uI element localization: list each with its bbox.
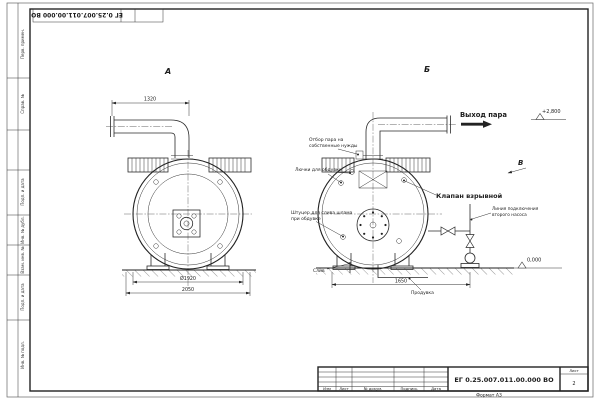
titleblock-col-list: Лист: [339, 386, 349, 391]
rear-view: Б: [291, 65, 566, 296]
margin-field-perv-primen: Перв. примен.: [20, 29, 25, 59]
dimension-front-width: 2050: [125, 272, 251, 296]
elevation-top-value: +2,800: [542, 109, 561, 115]
annotation-sludge-line1: Штуцер для слива шлама: [291, 210, 353, 216]
format-label: Формат А3: [476, 393, 502, 399]
titleblock-col-izm: Изм: [323, 386, 331, 391]
margin-field-vzam-inv: Взам. инв. №: [20, 246, 25, 273]
annotations: Выход пара +2,800 Отбор пара на собствен…: [291, 109, 566, 296]
front-left-header: [127, 157, 169, 173]
elevation-zero-mark: 0,000: [517, 258, 541, 269]
front-view: А 1320: [106, 67, 256, 296]
annotation-drain: Слив: [313, 268, 325, 274]
annotation-sludge-line2: при обдувке: [291, 216, 321, 222]
dim-1320: 1320: [144, 97, 156, 103]
titleblock-col-date: Дата: [431, 386, 441, 391]
dim-1650: 1650: [395, 279, 407, 285]
front-drum: [132, 158, 244, 270]
steam-direction-arrow-icon: [461, 120, 492, 128]
annotation-pump-line2: второго насоса: [492, 213, 527, 218]
front-burner-plate: [172, 209, 201, 238]
titleblock-sheet-label: Лист: [569, 368, 579, 373]
dimension-drum-diameter: Ø1920: [132, 272, 244, 285]
elevation-zero-value: 0,000: [527, 258, 541, 264]
title-block: Изм Лист № докум. Подпись Дата ЕГ 0.25.0…: [317, 366, 589, 392]
annotation-pump-line1: Линия подключения: [492, 206, 539, 212]
annotation-own-needs-line2: собственные нужды: [309, 143, 358, 149]
pump-icon: [464, 252, 476, 264]
view-mark-v: В: [518, 159, 523, 167]
titleblock-col-sign: Подпись: [400, 386, 418, 391]
margin-field-podp-data-1: Подп. и дата: [20, 178, 25, 206]
dimension-pipe-length: 1320: [111, 97, 190, 116]
view-b-label: Б: [424, 65, 430, 74]
annotation-steam-outlet: Выход пара: [460, 111, 507, 119]
front-ground: [122, 269, 256, 277]
stamp-code-mirrored: ЕГ 0.25.007.011.00.000 ВО: [31, 11, 123, 18]
annotation-explosion-valve: Клапан взрывной: [436, 192, 503, 200]
margin-field-sprav: Справ. №: [20, 94, 25, 113]
dim-1920: Ø1920: [180, 275, 196, 282]
titleblock-document-code: ЕГ 0.25.007.011.00.000 ВО: [454, 376, 554, 384]
elevation-top-mark: +2,800: [531, 109, 566, 120]
annotation-own-needs-line1: Отбор пара на: [309, 137, 344, 143]
annotation-blow-hatches: Лючки для обдувки: [295, 167, 342, 173]
drawing-frame: Перв. примен. Справ. № Подп. и дата Инв.…: [6, 2, 594, 398]
margin-field-inv-dubl: Инв. № дубл.: [20, 216, 25, 243]
view-a-label: А: [164, 67, 171, 76]
margin-field-inv-podl: Инв. № подл.: [20, 341, 25, 369]
titleblock-sheet-number: 2: [572, 381, 575, 387]
mirrored-stamp: ЕГ 0.25.007.011.00.000 ВО: [31, 8, 164, 23]
annotation-blowdown: Продувка: [411, 290, 434, 296]
dimension-rear-width: 1650: [331, 272, 471, 288]
titleblock-col-doc: № докум.: [364, 386, 383, 391]
margin-field-podp-data-2: Подп. и дата: [20, 283, 25, 311]
pump-piping: [428, 204, 480, 268]
dim-2050: 2050: [182, 287, 194, 293]
